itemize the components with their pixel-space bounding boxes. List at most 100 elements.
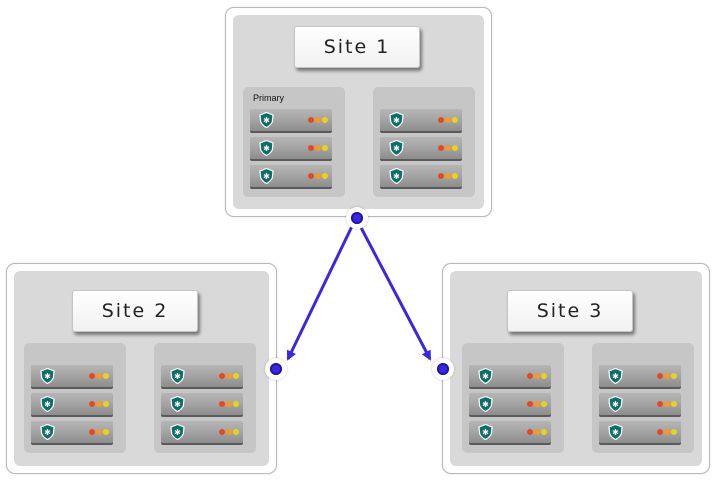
server-unit: ✱	[469, 393, 551, 415]
server-unit: ✱	[380, 109, 462, 131]
status-led-orange	[315, 145, 321, 151]
status-led-orange	[96, 401, 102, 407]
status-led-red	[657, 373, 663, 379]
svg-text:✱: ✱	[263, 144, 270, 153]
server-rack: Primary ✱ ✱ ✱	[243, 87, 345, 197]
site-1-container[interactable]: Site 1 Primary ✱ ✱ ✱ ✱ ✱	[225, 7, 492, 217]
arrow-site1-to-site3	[354, 217, 432, 361]
status-led-orange	[534, 401, 540, 407]
status-led-orange	[226, 429, 232, 435]
status-led-orange	[534, 429, 540, 435]
site-3-connection-port[interactable]	[432, 358, 454, 380]
status-led-red	[219, 373, 225, 379]
server-unit: ✱	[250, 109, 332, 131]
status-led-red	[308, 145, 314, 151]
status-led-red	[527, 401, 533, 407]
status-led-yellow	[671, 373, 677, 379]
shield-icon: ✱	[170, 424, 185, 440]
status-led-yellow	[452, 173, 458, 179]
status-led-red	[308, 173, 314, 179]
svg-text:✱: ✱	[44, 400, 51, 409]
svg-text:✱: ✱	[612, 372, 619, 381]
shield-icon: ✱	[170, 396, 185, 412]
status-led-yellow	[103, 373, 109, 379]
status-led-yellow	[103, 429, 109, 435]
server-unit: ✱	[161, 365, 243, 387]
status-led-red	[438, 173, 444, 179]
status-led-orange	[96, 373, 102, 379]
status-led-red	[438, 145, 444, 151]
shield-icon: ✱	[259, 140, 274, 156]
status-led-orange	[534, 373, 540, 379]
status-led-orange	[315, 117, 321, 123]
server-unit: ✱	[380, 137, 462, 159]
shield-icon: ✱	[478, 368, 493, 384]
svg-text:✱: ✱	[612, 428, 619, 437]
site-2-connection-port[interactable]	[265, 358, 287, 380]
status-led-orange	[315, 173, 321, 179]
shield-icon: ✱	[389, 112, 404, 128]
status-led-yellow	[541, 373, 547, 379]
server-rack: ✱ ✱ ✱	[592, 343, 694, 453]
status-led-red	[657, 401, 663, 407]
shield-icon: ✱	[259, 112, 274, 128]
site-3-container[interactable]: Site 3 ✱ ✱ ✱ ✱ ✱	[442, 263, 710, 474]
shield-icon: ✱	[608, 396, 623, 412]
server-rack: ✱ ✱ ✱	[373, 87, 475, 197]
status-led-red	[527, 429, 533, 435]
connector-dot	[437, 363, 449, 375]
server-rack: ✱ ✱ ✱	[24, 343, 126, 453]
svg-text:✱: ✱	[482, 400, 489, 409]
status-led-yellow	[671, 429, 677, 435]
status-led-orange	[664, 401, 670, 407]
server-unit: ✱	[469, 421, 551, 443]
status-led-red	[527, 373, 533, 379]
svg-text:✱: ✱	[612, 400, 619, 409]
status-led-yellow	[103, 401, 109, 407]
server-unit: ✱	[161, 393, 243, 415]
rack-label-primary: Primary	[253, 93, 284, 103]
shield-icon: ✱	[608, 424, 623, 440]
status-led-red	[89, 373, 95, 379]
status-led-orange	[226, 373, 232, 379]
svg-text:✱: ✱	[393, 116, 400, 125]
site-2-container[interactable]: Site 2 ✱ ✱ ✱ ✱ ✱	[6, 263, 277, 474]
shield-icon: ✱	[389, 168, 404, 184]
server-unit: ✱	[469, 365, 551, 387]
status-led-yellow	[233, 429, 239, 435]
status-led-red	[438, 117, 444, 123]
svg-text:✱: ✱	[482, 372, 489, 381]
status-led-yellow	[541, 401, 547, 407]
status-led-orange	[445, 173, 451, 179]
shield-icon: ✱	[478, 396, 493, 412]
status-led-yellow	[322, 117, 328, 123]
svg-text:✱: ✱	[263, 172, 270, 181]
status-led-orange	[664, 429, 670, 435]
site-1-title: Site 1	[294, 26, 420, 68]
shield-icon: ✱	[40, 396, 55, 412]
svg-text:✱: ✱	[174, 400, 181, 409]
status-led-orange	[226, 401, 232, 407]
connector-dot	[270, 363, 282, 375]
server-unit: ✱	[599, 421, 681, 443]
svg-text:✱: ✱	[44, 428, 51, 437]
status-led-orange	[96, 429, 102, 435]
status-led-yellow	[322, 173, 328, 179]
status-led-yellow	[233, 373, 239, 379]
svg-text:✱: ✱	[482, 428, 489, 437]
shield-icon: ✱	[478, 424, 493, 440]
server-unit: ✱	[31, 421, 113, 443]
status-led-yellow	[541, 429, 547, 435]
server-rack: ✱ ✱ ✱	[154, 343, 256, 453]
arrow-site1-to-site2	[286, 217, 358, 361]
svg-text:✱: ✱	[393, 172, 400, 181]
site-1-connection-port[interactable]	[346, 207, 368, 229]
status-led-yellow	[452, 145, 458, 151]
status-led-red	[89, 429, 95, 435]
site-2-title: Site 2	[72, 290, 198, 332]
server-unit: ✱	[380, 165, 462, 187]
status-led-orange	[445, 117, 451, 123]
shield-icon: ✱	[608, 368, 623, 384]
connector-dot	[351, 212, 363, 224]
server-unit: ✱	[599, 365, 681, 387]
